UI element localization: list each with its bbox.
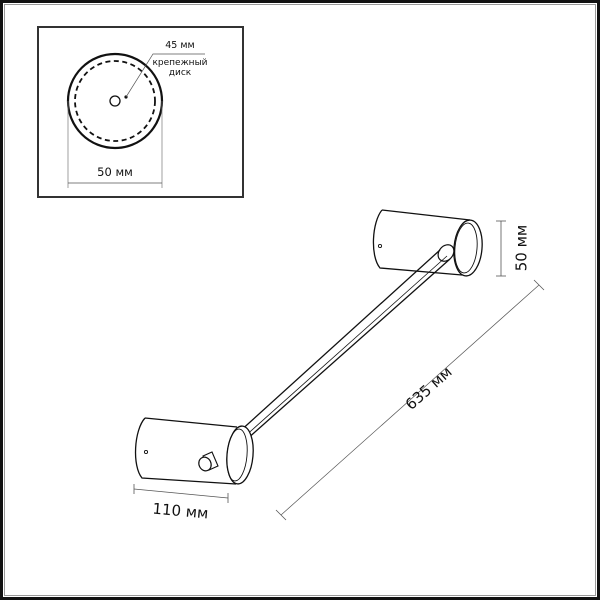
base-length-label: 110 мм (152, 500, 209, 523)
inset-box (37, 26, 244, 198)
arm-joint (437, 244, 455, 262)
outer-diameter-label: 50 мм (97, 165, 133, 179)
upper-mount-face-rim (454, 222, 478, 274)
height-label: 50 мм (513, 225, 531, 272)
length-label: 635 мм (402, 363, 456, 414)
switch-knob (198, 456, 212, 472)
lamp-head-screw (143, 449, 149, 455)
arm-rod (237, 249, 451, 441)
inner-frame (4, 4, 596, 596)
upper-mount-screw (377, 243, 383, 249)
lamp-head-body (134, 417, 238, 485)
disc-name-line2: диск (169, 68, 192, 78)
lamp-head-face-rim (226, 428, 248, 482)
upper-mount (372, 209, 483, 277)
upper-mount-body (372, 209, 471, 276)
center-hole (109, 95, 121, 107)
mounting-disc-outline (74, 60, 156, 142)
height-dimension: 50 мм (496, 220, 531, 277)
leader-line (125, 53, 205, 98)
upper-mount-face (453, 219, 483, 277)
length-dimension: 635 мм (275, 279, 545, 521)
disc-diameter-label: 45 мм (165, 40, 194, 51)
mounting-disc-inset: 45 мм крепежный диск 50 мм (37, 26, 244, 198)
lamp-head (134, 417, 254, 485)
base-length-dimension: 110 мм (133, 484, 229, 523)
disc-name-line1: крепежный (152, 58, 207, 68)
